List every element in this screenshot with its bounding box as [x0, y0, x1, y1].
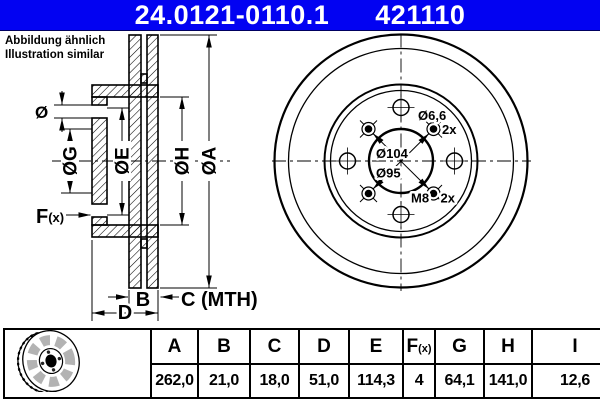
value-fx: 4 [402, 363, 436, 399]
thread-qty-label: 2x [441, 191, 456, 206]
value-c: 18,0 [249, 363, 300, 399]
similarity-note-en: Illustration similar [5, 48, 105, 61]
dim-g-label: ØG [61, 146, 82, 176]
catalog-number: 421110 [375, 0, 466, 30]
value-d: 51,0 [298, 363, 350, 399]
hole-qty-label: 2x [442, 122, 457, 137]
hat-wall-middle [91, 117, 108, 205]
wheel-bolt-holes [334, 94, 468, 228]
dim-a-label: ØA [200, 146, 221, 175]
dim-f-label: F(x) [36, 206, 64, 228]
similarity-note-de: Abbildung ähnlich [5, 35, 106, 47]
value-e: 114,3 [348, 363, 404, 399]
value-g: 64,1 [434, 363, 485, 399]
hat-wall-upper [91, 96, 108, 106]
dim-h-label: ØH [173, 147, 194, 176]
label-backings [61, 141, 218, 181]
vent-rib-bottom [140, 238, 148, 249]
hole-diameter-label: Ø6,6 [418, 108, 446, 123]
brake-disc-icon [16, 330, 80, 394]
dim-d-label: D [118, 302, 132, 324]
dimension-table: A B C D E F(x) G H I 262,0 21,0 18,0 51,… [3, 328, 600, 399]
col-header-b: B [197, 328, 251, 365]
value-b: 21,0 [197, 363, 251, 399]
friction-plate-right [146, 34, 159, 289]
hat-flange-top [91, 84, 159, 98]
dim-e-label: ØE [113, 147, 134, 174]
part-number: 24.0121-0110.1 [134, 0, 330, 30]
table-value-row: 262,0 21,0 18,0 51,0 114,3 4 64,1 141,0 … [4, 363, 600, 399]
extension-lines [54, 34, 217, 321]
chamfer-circle [287, 47, 515, 275]
col-header-i: I [531, 328, 600, 365]
dim-hole-label: Ø [35, 103, 48, 122]
similarity-note: Abbildung ähnlich Illustration similar [5, 35, 105, 62]
value-i: 12,6 [531, 363, 600, 399]
hat-wall-lower [91, 216, 108, 226]
col-header-h: H [483, 328, 533, 365]
col-header-fx: F(x) [402, 328, 436, 365]
col-header-e: E [348, 328, 404, 365]
col-header-a: A [150, 328, 199, 365]
vent-rib-top [140, 73, 148, 84]
dim-c-label: C (MTH) [181, 289, 258, 311]
disc-cross-section [91, 34, 159, 289]
inner-circle-label: Ø95 [376, 166, 401, 181]
col-header-c: C [249, 328, 300, 365]
thread-label: M8 [411, 191, 429, 206]
section-view: Ø ØG ØE ØH ØA F(x) B C (MTH) D [35, 34, 258, 327]
title-bar: 24.0121-0110.1 421110 [0, 0, 600, 31]
dim-b-label: B [136, 289, 150, 311]
col-header-d: D [298, 328, 350, 365]
col-header-g: G [434, 328, 485, 365]
front-view: Ø6,6 2x Ø104 Ø95 M8 2x [272, 33, 531, 291]
hat-flange-bottom [91, 224, 159, 238]
value-h: 141,0 [483, 363, 533, 399]
diameter-leader-arrows [372, 133, 430, 190]
disc-icon-cell [3, 328, 152, 399]
fixing-holes [359, 120, 443, 203]
table-header-row: A B C D E F(x) G H I [3, 328, 600, 399]
bolt-circle-label: Ø104 [376, 146, 409, 161]
value-a: 262,0 [150, 363, 199, 399]
